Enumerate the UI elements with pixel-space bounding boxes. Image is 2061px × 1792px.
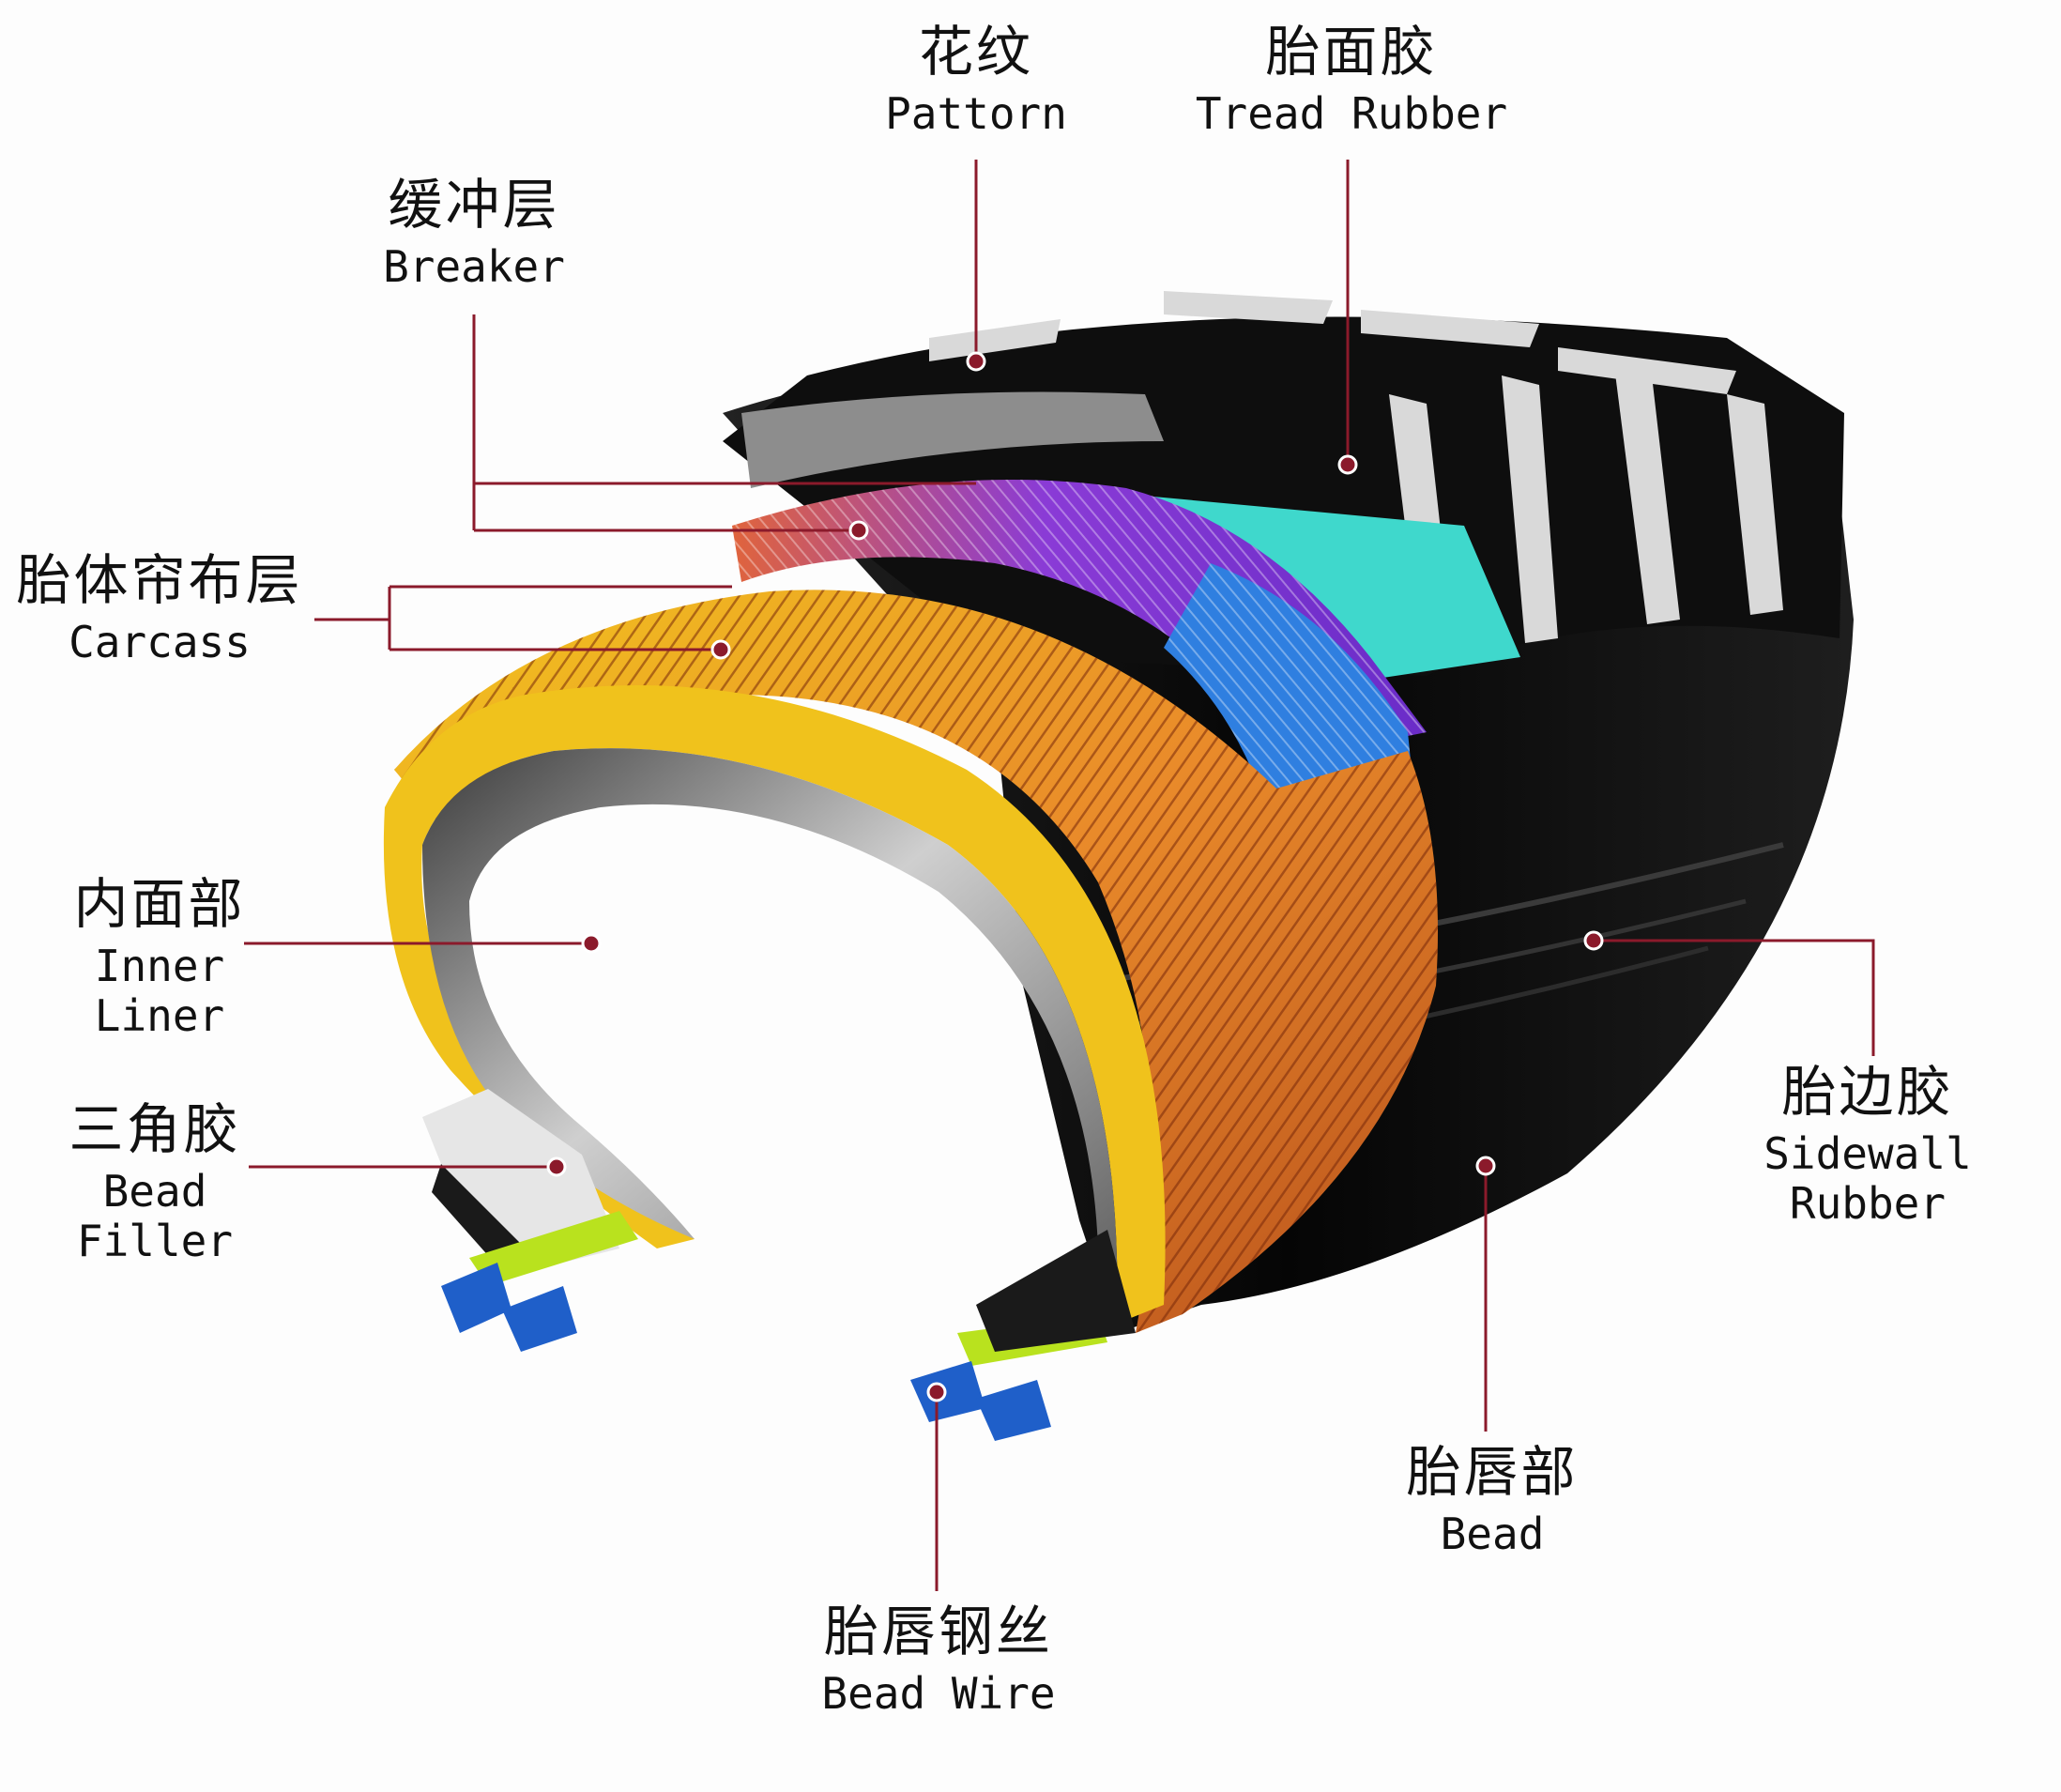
dot-wire — [926, 1382, 947, 1402]
label-bead-zh: 胎唇部 — [1406, 1440, 1579, 1504]
dot-sidewall — [1583, 930, 1604, 951]
label-breaker-en: Breaker — [383, 240, 565, 292]
bead-filler-shape — [422, 1089, 619, 1267]
label-bead-wire: 胎唇钢丝 Bead Wire — [788, 1601, 1089, 1719]
label-carcass-zh: 胎体帘布层 — [16, 548, 303, 612]
label-inner-liner-zh: 内面部 — [73, 872, 246, 936]
dot-breaker — [848, 520, 869, 541]
label-breaker: 缓冲层 Breaker — [357, 174, 591, 292]
bead-wires — [441, 1211, 1136, 1441]
label-bead: 胎唇部 Bead — [1370, 1441, 1614, 1559]
label-bead-wire-zh: 胎唇钢丝 — [823, 1600, 1053, 1663]
dot-filler — [546, 1156, 567, 1177]
label-pattern: 花纹 Pattorn — [845, 21, 1107, 139]
label-breaker-zh: 缓冲层 — [388, 173, 560, 237]
label-carcass-en: Carcass — [69, 616, 251, 667]
dot-carcass — [710, 639, 731, 660]
label-bead-filler-zh: 三角胶 — [69, 1097, 241, 1161]
carcass-layer — [394, 590, 1438, 1333]
leader-lines — [244, 160, 1875, 1591]
label-sidewall-rubber-zh: 胎边胶 — [1781, 1060, 1954, 1124]
label-tread-rubber-en: Tread Rubber — [1195, 87, 1508, 139]
inner-liner-shape — [422, 748, 1118, 1324]
leader-breaker — [472, 314, 976, 532]
leader-sidewall — [1594, 939, 1875, 1056]
dot-pattern — [966, 351, 986, 372]
leader-carcass — [314, 585, 732, 651]
label-carcass: 胎体帘布层 Carcass — [9, 549, 310, 667]
label-bead-filler: 三角胶 Bead Filler — [14, 1098, 296, 1265]
dot-inner — [581, 933, 602, 954]
label-sidewall-rubber-en: Sidewall Rubber — [1763, 1127, 1972, 1229]
label-bead-filler-en: Bead Filler — [76, 1165, 234, 1266]
label-sidewall-rubber: 胎边胶 Sidewall Rubber — [1680, 1061, 2055, 1228]
label-inner-liner: 内面部 Inner Liner — [19, 873, 300, 1040]
label-tread-rubber: 胎面胶 Tread Rubber — [1173, 21, 1530, 139]
label-pattern-en: Pattorn — [885, 87, 1067, 139]
label-bead-en: Bead — [1440, 1508, 1545, 1559]
label-inner-liner-en: Inner Liner — [94, 940, 225, 1041]
label-pattern-zh: 花纹 — [918, 20, 1033, 84]
dot-bead — [1475, 1156, 1496, 1176]
label-bead-wire-en: Bead Wire — [821, 1667, 1056, 1719]
label-tread-rubber-zh: 胎面胶 — [1265, 20, 1438, 84]
dot-tread — [1337, 454, 1358, 475]
leader-dots — [546, 351, 1604, 1402]
